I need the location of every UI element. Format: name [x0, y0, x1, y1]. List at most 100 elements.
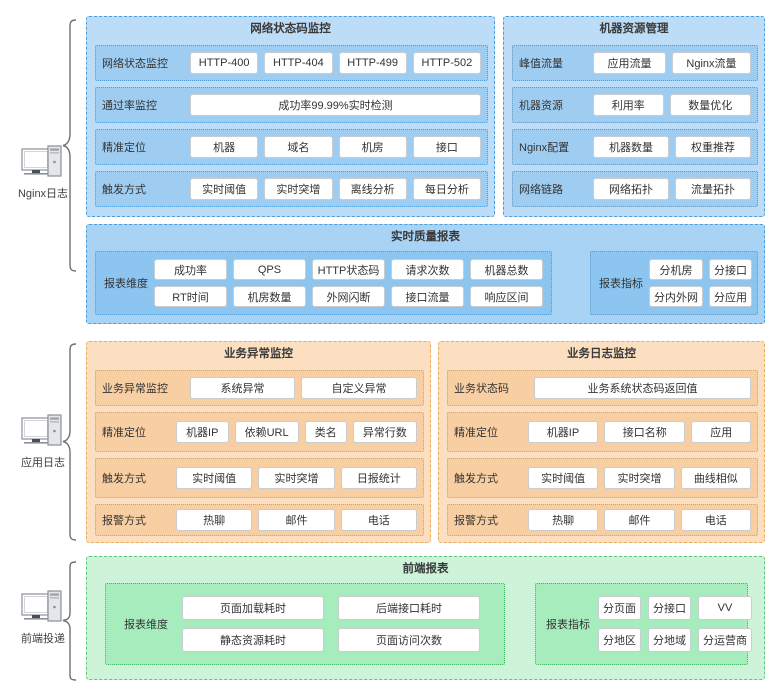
- chip[interactable]: 网络拓扑: [593, 178, 669, 200]
- chip[interactable]: 应用: [691, 421, 751, 443]
- row-label: 报警方式: [102, 515, 146, 527]
- source-nginx-log: Nginx日志: [8, 143, 78, 201]
- chip[interactable]: 自定义异常: [301, 377, 417, 399]
- chip[interactable]: Nginx流量: [671, 52, 751, 74]
- row-label: 通过率监控: [102, 100, 157, 112]
- chip[interactable]: 权重推荐: [675, 136, 751, 158]
- source-app-log: 应用日志: [8, 412, 78, 470]
- chip[interactable]: 类名: [304, 421, 347, 443]
- chip[interactable]: 分接口: [648, 596, 691, 620]
- brace-frontend: [62, 560, 78, 682]
- chip[interactable]: 机房: [338, 136, 407, 158]
- chip[interactable]: 页面加载耗时: [182, 596, 324, 620]
- chip[interactable]: 离线分析: [338, 178, 407, 200]
- source-label: Nginx日志: [17, 188, 69, 200]
- block-label: 报表指标: [599, 278, 643, 290]
- chip[interactable]: 接口: [412, 136, 481, 158]
- chip[interactable]: HTTP-400: [190, 52, 259, 74]
- chip[interactable]: 异常行数: [352, 421, 417, 443]
- chip[interactable]: 依赖URL: [234, 421, 299, 443]
- chip[interactable]: 分页面: [598, 596, 641, 620]
- chip[interactable]: 流量拓扑: [675, 178, 751, 200]
- chip[interactable]: 请求次数: [391, 259, 464, 280]
- panel-title: 业务异常监控: [224, 348, 293, 360]
- row-label: 报警方式: [454, 515, 498, 527]
- chip[interactable]: 分地域: [648, 628, 691, 652]
- chip[interactable]: 后端接口耗时: [338, 596, 480, 620]
- chip[interactable]: 业务系统状态码返回值: [534, 377, 751, 399]
- chip[interactable]: 热聊: [176, 509, 253, 531]
- row-label: 网络状态监控: [102, 58, 168, 70]
- row-network-status-monitor: 网络状态监控 HTTP-400 HTTP-404 HTTP-499 HTTP-5…: [95, 45, 488, 81]
- chip[interactable]: 分运营商: [698, 628, 752, 652]
- chip[interactable]: 曲线相似: [680, 467, 751, 489]
- chip[interactable]: 成功率99.99%实时检测: [190, 94, 481, 116]
- chip[interactable]: HTTP-502: [412, 52, 481, 74]
- chip[interactable]: 接口流量: [391, 286, 464, 307]
- block-label: 报表维度: [124, 619, 168, 631]
- block-report-metrics: 报表指标 分机房 分接口 分内外网 分应用: [590, 251, 758, 315]
- chip[interactable]: 机房数量: [233, 286, 306, 307]
- row-network-link: 网络链路 网络拓扑 流量拓扑: [512, 171, 758, 207]
- chip[interactable]: 接口名称: [603, 421, 686, 443]
- chip[interactable]: 响应区间: [470, 286, 543, 307]
- chip[interactable]: 日报统计: [340, 467, 417, 489]
- block-report-metrics: 报表指标 分页面 分接口 VV 分地区 分地域 分运营商: [535, 583, 752, 665]
- chip[interactable]: 实时阈值: [528, 467, 599, 489]
- block-label: 报表指标: [546, 619, 590, 631]
- chip[interactable]: 实时阈值: [176, 467, 253, 489]
- row-label: Nginx配置: [519, 142, 570, 154]
- chip[interactable]: QPS: [233, 259, 306, 280]
- chip[interactable]: 分接口: [709, 259, 752, 280]
- chip[interactable]: 每日分析: [412, 178, 481, 200]
- row-items: 机器数量 权重推荐: [593, 136, 757, 158]
- block-report-dimensions: 报表维度 成功率 QPS HTTP状态码 请求次数 机器总数 RT时间 机房数量…: [95, 251, 552, 315]
- row-items: 机器 域名 机房 接口: [190, 136, 487, 158]
- chip[interactable]: HTTP-499: [338, 52, 407, 74]
- chip[interactable]: 机器IP: [528, 421, 598, 443]
- chip[interactable]: 分地区: [598, 628, 641, 652]
- chip[interactable]: 实时阈值: [190, 178, 259, 200]
- chip[interactable]: 静态资源耗时: [182, 628, 324, 652]
- chip[interactable]: 分应用: [709, 286, 752, 307]
- chip[interactable]: 分内外网: [649, 286, 703, 307]
- row-items: 系统异常 自定义异常: [190, 377, 423, 399]
- row-items: 热聊 邮件 电话: [528, 509, 757, 531]
- chip[interactable]: 机器: [190, 136, 259, 158]
- chip[interactable]: 利用率: [593, 94, 664, 116]
- chip[interactable]: 成功率: [154, 259, 227, 280]
- chip[interactable]: 热聊: [528, 509, 599, 531]
- row-label: 精准定位: [454, 427, 498, 439]
- chip[interactable]: 页面访问次数: [338, 628, 480, 652]
- chip[interactable]: 分机房: [649, 259, 703, 280]
- chip[interactable]: 系统异常: [190, 377, 295, 399]
- chip[interactable]: RT时间: [154, 286, 227, 307]
- row-label: 业务异常监控: [102, 383, 168, 395]
- chip[interactable]: HTTP-404: [264, 52, 333, 74]
- chip[interactable]: 电话: [680, 509, 751, 531]
- chip[interactable]: 邮件: [258, 509, 335, 531]
- chip[interactable]: VV: [698, 596, 752, 620]
- chip[interactable]: 实时突增: [258, 467, 335, 489]
- row-precise-location: 精准定位 机器IP 接口名称 应用: [447, 412, 758, 452]
- chip[interactable]: 应用流量: [593, 52, 666, 74]
- chip[interactable]: 邮件: [604, 509, 675, 531]
- block-cells: 分页面 分接口 VV 分地区 分地域 分运营商: [598, 596, 762, 652]
- chip[interactable]: 机器IP: [176, 421, 229, 443]
- chip[interactable]: 实时突增: [604, 467, 675, 489]
- row-items: 机器IP 接口名称 应用: [528, 421, 757, 443]
- row-precise-location: 精准定位 机器 域名 机房 接口: [95, 129, 488, 165]
- brace-nginx: [62, 18, 78, 273]
- chip[interactable]: HTTP状态码: [312, 259, 385, 280]
- chip[interactable]: 机器数量: [593, 136, 669, 158]
- chip[interactable]: 外网闪断: [312, 286, 385, 307]
- chip[interactable]: 数量优化: [669, 94, 751, 116]
- chip[interactable]: 域名: [264, 136, 333, 158]
- chip[interactable]: 电话: [340, 509, 417, 531]
- chip[interactable]: 机器总数: [470, 259, 543, 280]
- source-frontend-delivery: 前端投递: [8, 588, 78, 646]
- row-label: 机器资源: [519, 100, 563, 112]
- block-cells: 分机房 分接口 分内外网 分应用: [649, 259, 760, 307]
- chip[interactable]: 实时突增: [264, 178, 333, 200]
